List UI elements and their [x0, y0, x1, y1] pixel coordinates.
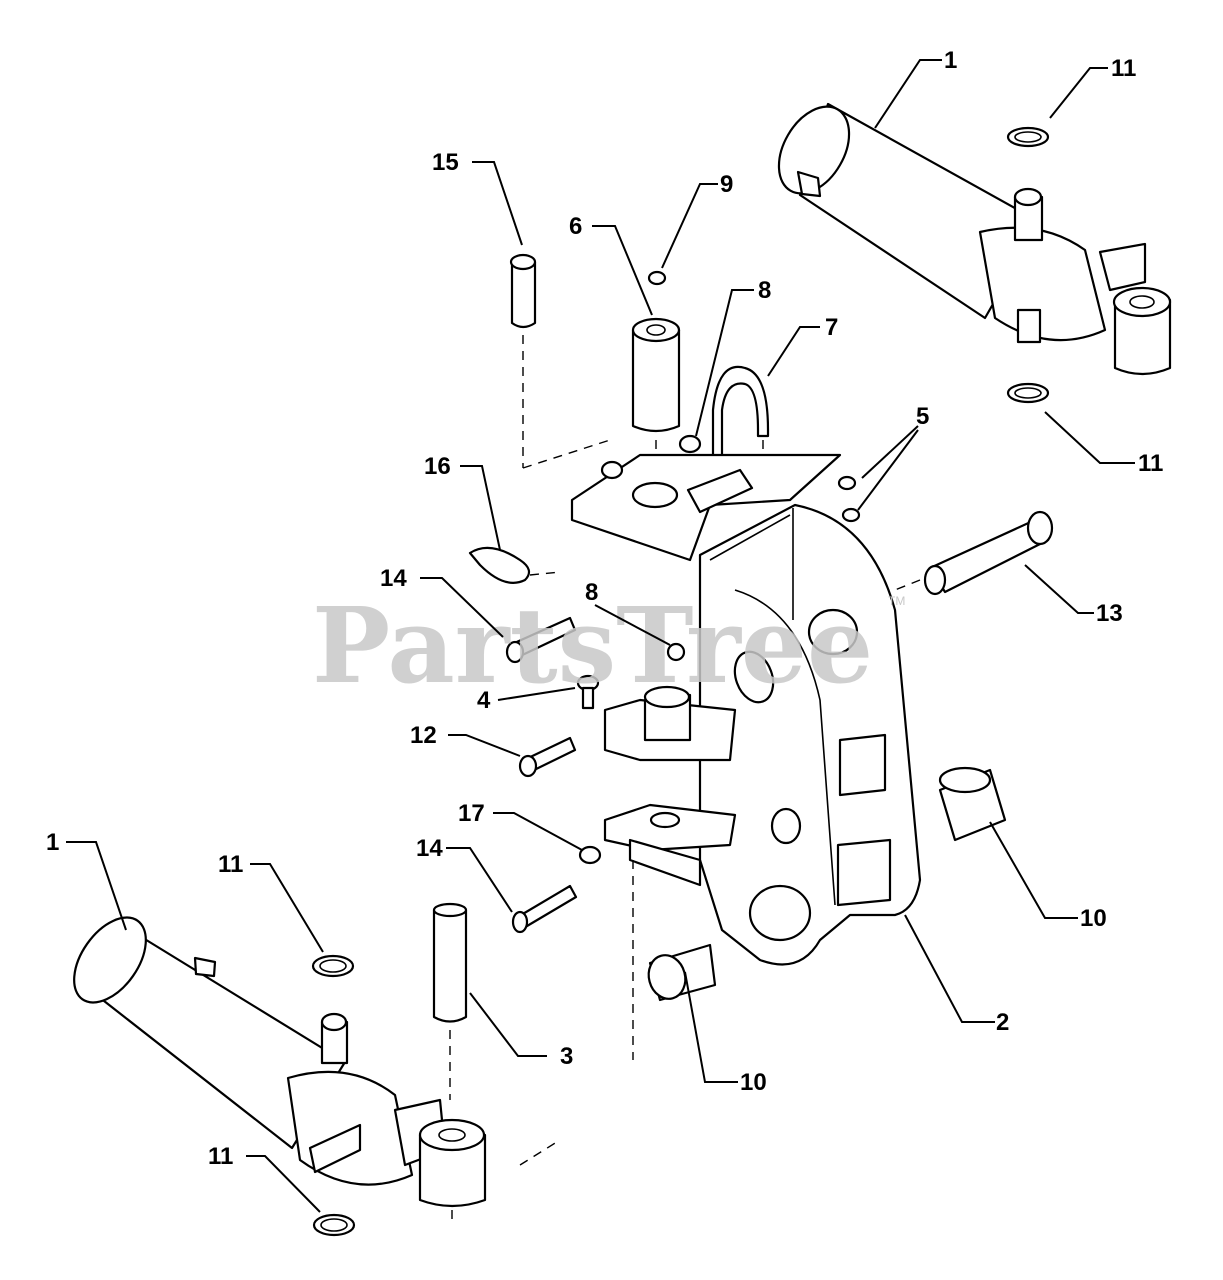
- callout-17: 17: [458, 800, 485, 827]
- callout-6: 6: [569, 213, 582, 240]
- nut-8-upper: [678, 434, 702, 454]
- lock-nuts-5: [837, 475, 861, 523]
- pin-15: [509, 253, 537, 468]
- watermark-trademark: TM: [888, 594, 905, 608]
- callout-11-lower-left: 11: [218, 851, 243, 878]
- callout-2: 2: [996, 1009, 1009, 1036]
- clevis-pin-13: [894, 510, 1054, 596]
- callout-10-right: 10: [1080, 905, 1107, 932]
- nut-8-lower: [666, 642, 686, 662]
- callout-12: 12: [410, 722, 437, 749]
- leader-lines: [66, 59, 1135, 1213]
- callout-11-bottom: 11: [208, 1143, 233, 1170]
- callout-8-upper: 8: [758, 277, 771, 304]
- callout-15: 15: [432, 149, 459, 176]
- screw-4: [576, 674, 600, 710]
- watermark: PartsTree TM: [312, 584, 905, 707]
- nut-17: [578, 845, 602, 865]
- bolt-12: [518, 736, 577, 778]
- hydraulic-cylinder-top: [777, 102, 1172, 376]
- hydraulic-cylinder-bottom: [73, 916, 561, 1225]
- callout-10-lower: 10: [740, 1069, 767, 1096]
- callout-14-upper: 14: [380, 565, 407, 592]
- callout-13: 13: [1096, 600, 1123, 627]
- bolt-14-lower: [511, 884, 578, 934]
- mounting-bracket-2: [522, 439, 922, 1060]
- set-screw-9: [647, 270, 667, 286]
- callout-9: 9: [720, 171, 733, 198]
- callout-11-top: 11: [1111, 55, 1136, 82]
- hairpin-16: [468, 546, 561, 584]
- bushing-10-right: [938, 766, 1007, 842]
- bolt-14-upper: [505, 616, 577, 664]
- callout-11-mid: 11: [1138, 450, 1163, 477]
- seal-ring-mid: [1006, 382, 1050, 404]
- seal-ring-lower-left: [311, 954, 355, 978]
- spacer-tube-6: [631, 317, 681, 490]
- callout-numbers: 1 11 15 9 6 8 7 5 11 16 13 14 8 4 12 17 …: [46, 47, 1163, 1170]
- callout-16: 16: [424, 453, 451, 480]
- callout-8-lower: 8: [585, 579, 598, 606]
- pin-3: [432, 902, 468, 1100]
- callout-5: 5: [916, 403, 929, 430]
- watermark-text: PartsTree: [312, 584, 873, 707]
- seal-ring-top: [1006, 126, 1050, 148]
- callout-7: 7: [825, 314, 838, 341]
- callout-3: 3: [560, 1043, 573, 1070]
- callout-1-bottom: 1: [46, 829, 59, 856]
- callout-4: 4: [477, 687, 491, 714]
- callout-14-lower: 14: [416, 835, 443, 862]
- bushing-10-lower: [647, 943, 717, 1002]
- seal-ring-bottom: [312, 1213, 356, 1237]
- callout-1-top: 1: [944, 47, 957, 74]
